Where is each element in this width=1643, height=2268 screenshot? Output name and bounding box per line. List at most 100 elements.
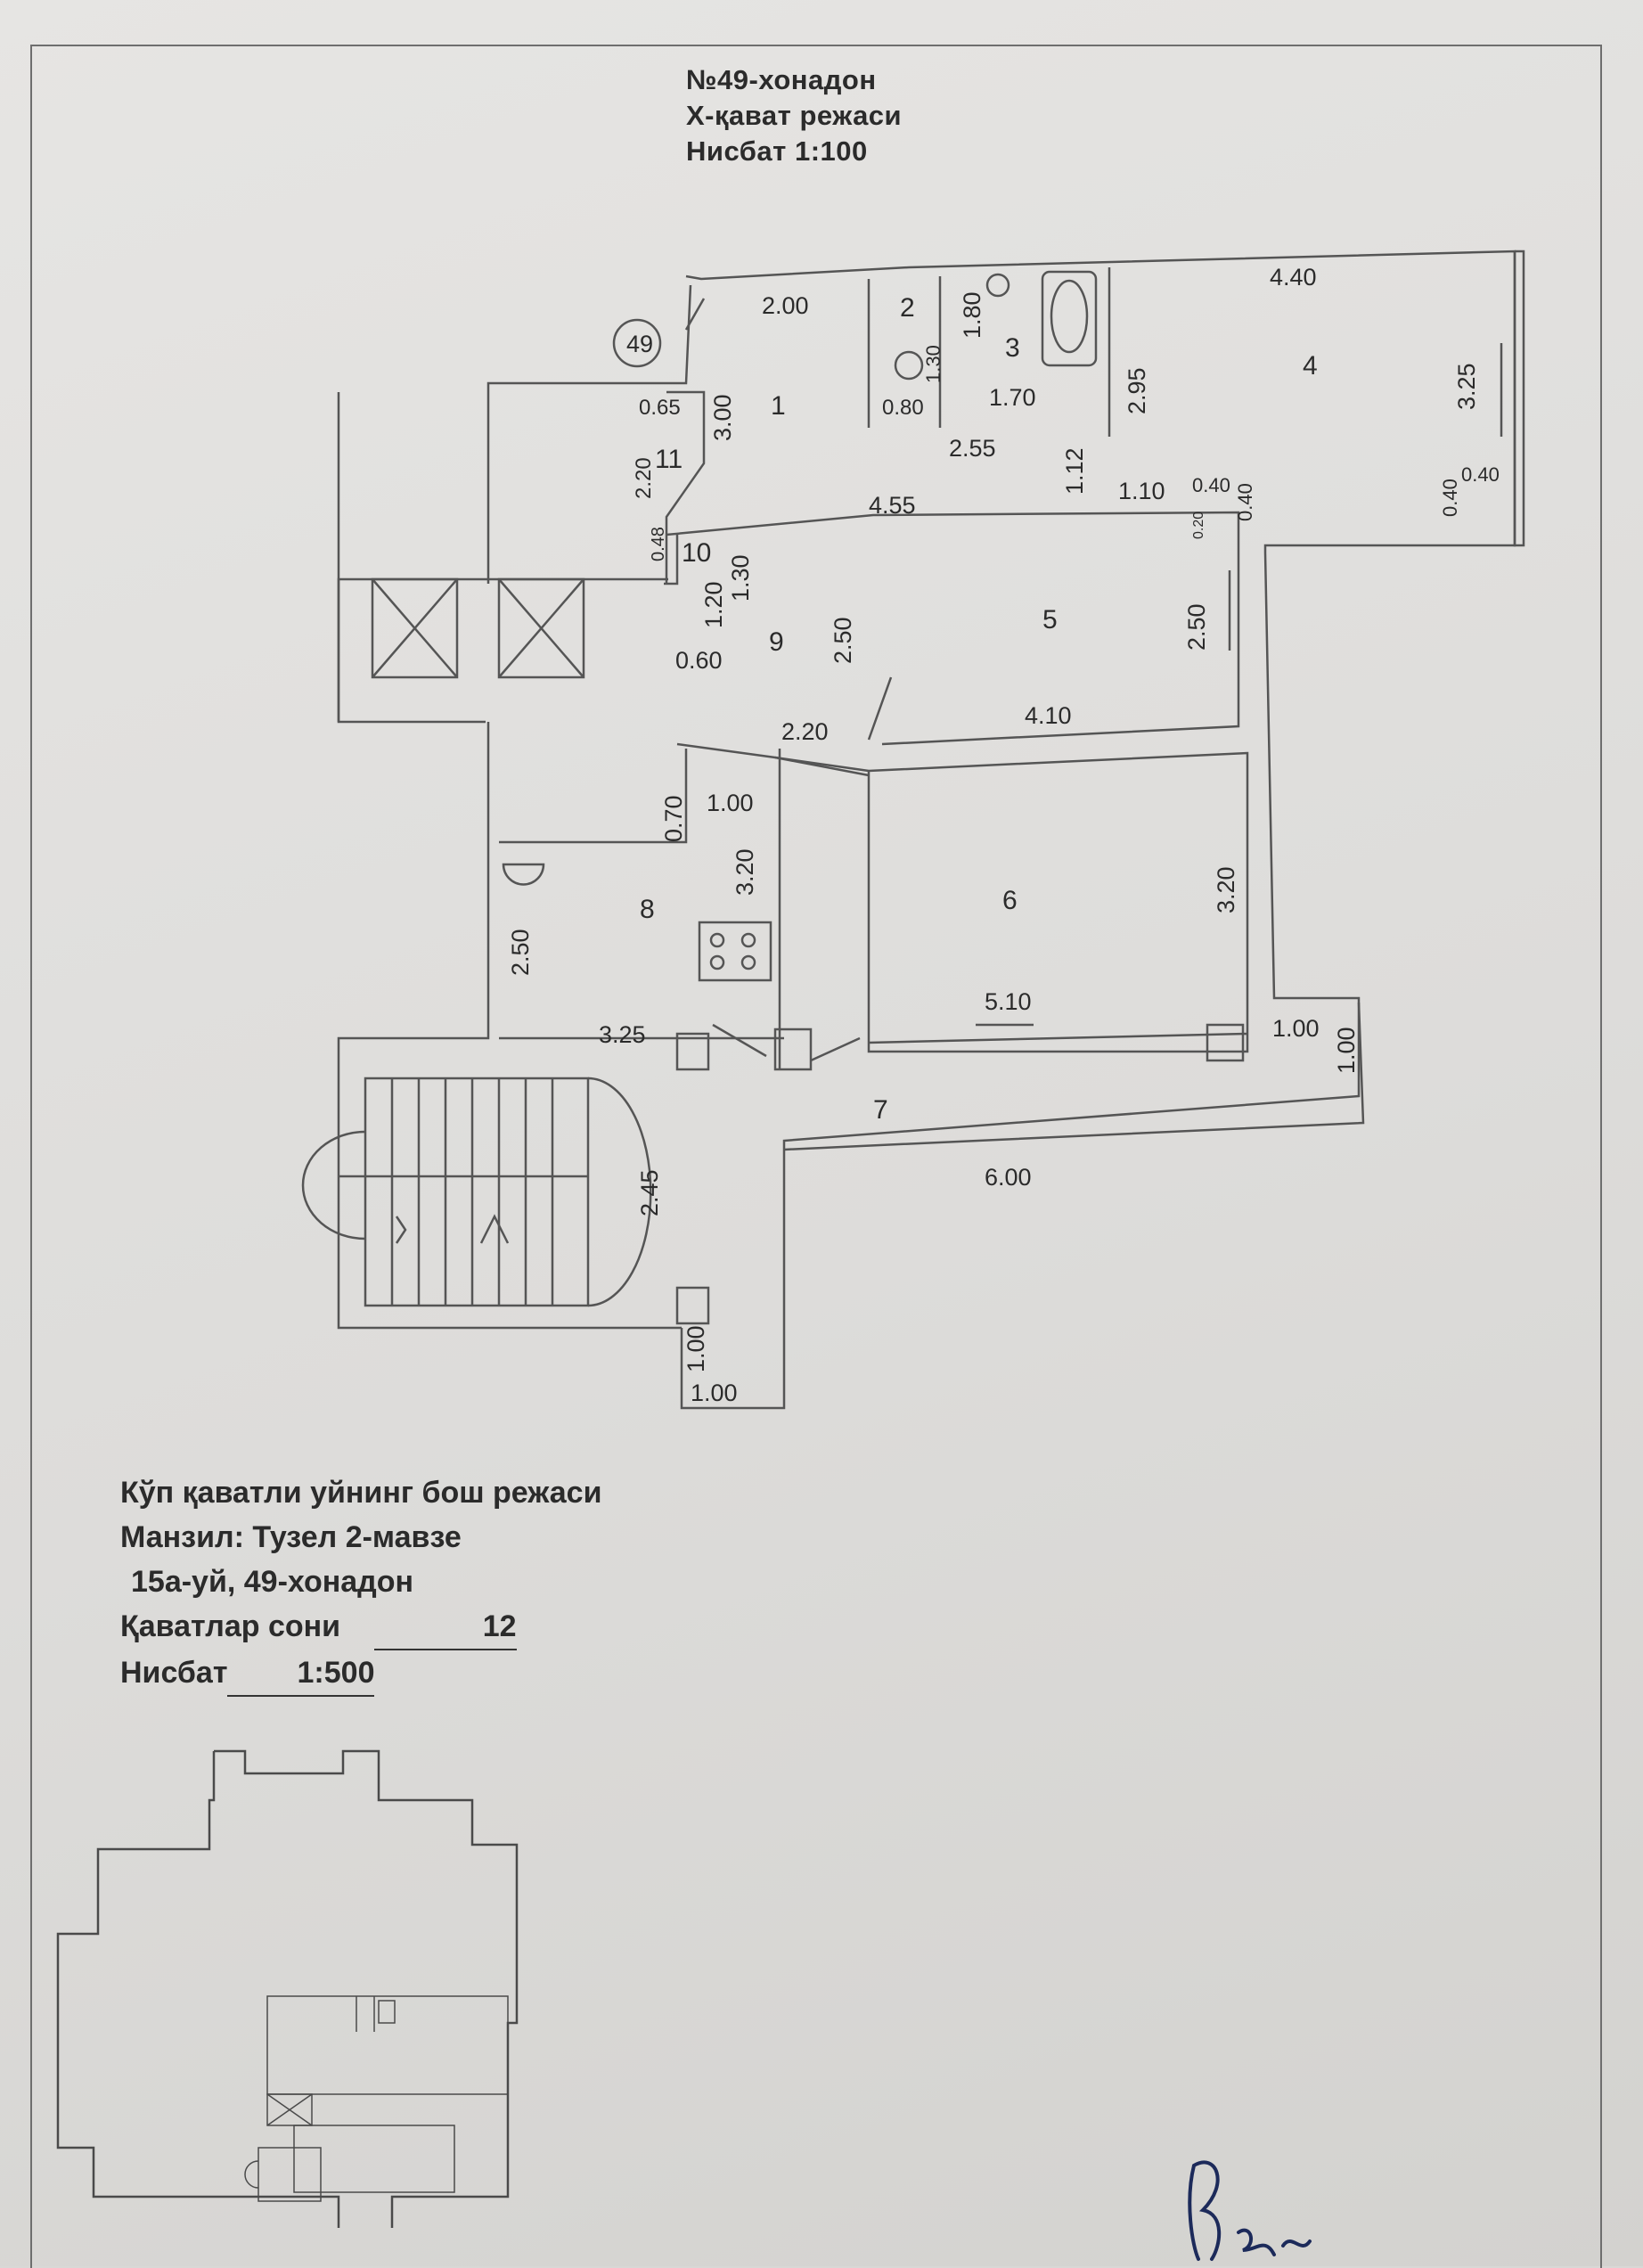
dimension: 3.25	[1453, 363, 1480, 410]
column-3	[675, 1286, 710, 1325]
dimension: 0.48	[649, 527, 668, 561]
dimension: 2.50	[1183, 603, 1210, 651]
dimension: 1.00	[1272, 1015, 1320, 1042]
building-footprint	[56, 1749, 519, 2228]
elevator-block	[337, 577, 668, 722]
scale-label: Нисбат	[120, 1656, 228, 1690]
room-label: 6	[1002, 886, 1018, 915]
dimension: 1.00	[683, 1325, 709, 1372]
dimension: 0.80	[882, 396, 924, 420]
fixtures	[502, 270, 1503, 1027]
dimension: 2.20	[632, 457, 656, 499]
floor-plan: 49 1 2 3 4 5 6 7 8 9 10 11 2.00 4.40 1.8…	[301, 250, 1525, 1410]
plan-annotations: 49 1 2 3 4 5 6 7 8 9 10 11 2.00 4.40 1.8…	[507, 264, 1500, 1406]
room9-door	[774, 756, 870, 777]
interior-walls	[499, 267, 1249, 1325]
dimension: 2.55	[949, 435, 996, 462]
corridor-wall	[676, 742, 870, 773]
kitchen-north-wall	[499, 749, 688, 844]
floor-plan-title: X-қават режаси	[686, 100, 903, 131]
dimension: 0.70	[660, 795, 687, 842]
room-label: 9	[769, 627, 784, 657]
dimension: 3.00	[709, 394, 736, 441]
balcony-outline	[783, 1002, 1365, 1151]
scale-value: 1:500	[227, 1650, 375, 1697]
dimension: 1.10	[1118, 478, 1165, 504]
room-label: 1	[771, 391, 786, 421]
apartment-marker: 49	[626, 331, 653, 357]
dimension: 6.00	[985, 1164, 1032, 1191]
room6-door	[810, 1036, 861, 1062]
dimension: 3.25	[599, 1021, 646, 1048]
floors-value: 12	[373, 1604, 517, 1650]
room-label: 8	[640, 895, 655, 924]
dimension: 1.80	[959, 291, 985, 339]
column	[773, 1028, 813, 1071]
room-label: 2	[900, 293, 915, 323]
dimension: 0.60	[675, 647, 723, 674]
dimension: 1.12	[1061, 447, 1088, 495]
elevator-shafts	[371, 577, 585, 679]
north-wall	[685, 250, 1516, 553]
dimension: 2.45	[636, 1169, 663, 1216]
column-4	[1206, 1023, 1245, 1062]
dimension: 2.00	[762, 292, 809, 319]
address-line-2: 15а-уй, 49-хонадон	[131, 1565, 414, 1599]
dimension: 0.40	[1234, 483, 1256, 521]
outer-walls	[337, 250, 1525, 1410]
dimension: 0.65	[639, 396, 681, 420]
column-2	[675, 1032, 710, 1071]
room11-wall	[665, 390, 706, 584]
elevator-2	[497, 577, 585, 679]
toilet-icon	[894, 350, 924, 381]
page-frame	[30, 45, 1602, 2268]
dimension: 3.20	[732, 848, 758, 896]
sink-icon	[985, 273, 1010, 298]
room5-walls	[666, 511, 1240, 746]
dimension: 1.30	[727, 554, 754, 602]
room-label: 7	[873, 1095, 888, 1125]
window-wall-room6	[868, 1032, 1248, 1044]
dimension: 2.95	[1124, 367, 1150, 414]
bathtub-icon	[1041, 270, 1098, 367]
site-plan	[56, 1749, 519, 2228]
dimension: 1.00	[1333, 1027, 1360, 1074]
site-plan-title: Кўп қаватли уйнинг бош режаси	[120, 1476, 602, 1510]
signature	[1188, 2160, 1312, 2261]
elevator-1	[371, 577, 459, 679]
entry-door	[684, 298, 706, 331]
plan-header: №49-хонадон X-қават режаси Нисбат 1:100	[686, 62, 1042, 169]
dimension: 1.70	[989, 384, 1036, 411]
room-label: 11	[655, 445, 683, 474]
east-wall-edge	[1513, 250, 1525, 547]
apartment-marker-circle	[612, 318, 662, 368]
dimension: 5.10	[985, 988, 1032, 1015]
dimension: 1.30	[922, 345, 944, 383]
dimension: 0.40	[1192, 474, 1230, 496]
floors-row: Қаватлар сони 12	[120, 1604, 602, 1650]
apartment-title: №49-хонадон	[686, 64, 877, 95]
dimension: 2.50	[507, 929, 534, 976]
dimension: 1.20	[700, 581, 727, 628]
dimension: 1.00	[691, 1380, 738, 1406]
doors	[684, 298, 893, 1062]
plan-scale: Нисбат 1:100	[686, 135, 868, 167]
dimension: 4.40	[1270, 264, 1317, 291]
site-info-block: Кўп қаватли уйнинг бош режаси Манзил: Ту…	[120, 1470, 602, 1697]
room6-walls	[867, 751, 1249, 1053]
west-upper-wall	[486, 284, 692, 584]
room-label: 3	[1005, 333, 1020, 363]
south-wall	[680, 552, 1361, 1410]
dimension: 4.55	[869, 492, 916, 519]
dimension: 2.50	[830, 617, 856, 664]
stair-hall-outer	[337, 392, 486, 724]
apartment-miniature	[244, 1995, 509, 2202]
room-label: 5	[1042, 605, 1058, 635]
dimension: 0.40	[1439, 479, 1461, 517]
dimension: 3.20	[1213, 866, 1239, 913]
room-label: 10	[682, 538, 711, 568]
room10-wall	[664, 535, 679, 585]
dimension: 4.10	[1025, 702, 1072, 729]
dimension: 0.20	[1191, 512, 1206, 539]
